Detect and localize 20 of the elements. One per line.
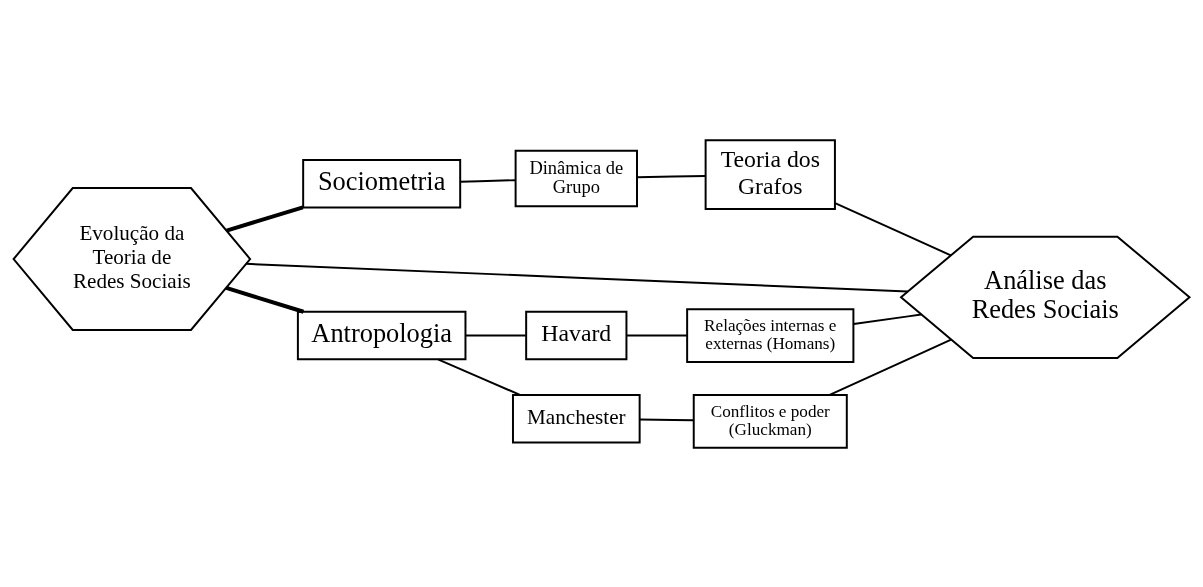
connector [464,334,527,337]
connector [437,357,521,396]
node-box: Havard [525,310,628,360]
connector [834,201,952,256]
node-box: Relações internas e externas (Homans) [686,307,855,363]
node-box: Dinâmica de Grupo [514,149,638,207]
connector [828,338,953,396]
connector [636,174,707,178]
node-box: Antropologia [296,310,467,360]
connector [226,205,304,232]
node-box: Conflitos e poder (Gluckman) [692,393,848,449]
connector [638,418,695,421]
connector [852,313,923,325]
connector [459,178,517,183]
node-box: Manchester [512,393,641,443]
connector [225,285,305,314]
node-box: Teoria dos Grafos [704,138,836,210]
node-box: Sociometria [302,158,462,209]
connector [625,334,688,337]
connector [245,262,909,292]
